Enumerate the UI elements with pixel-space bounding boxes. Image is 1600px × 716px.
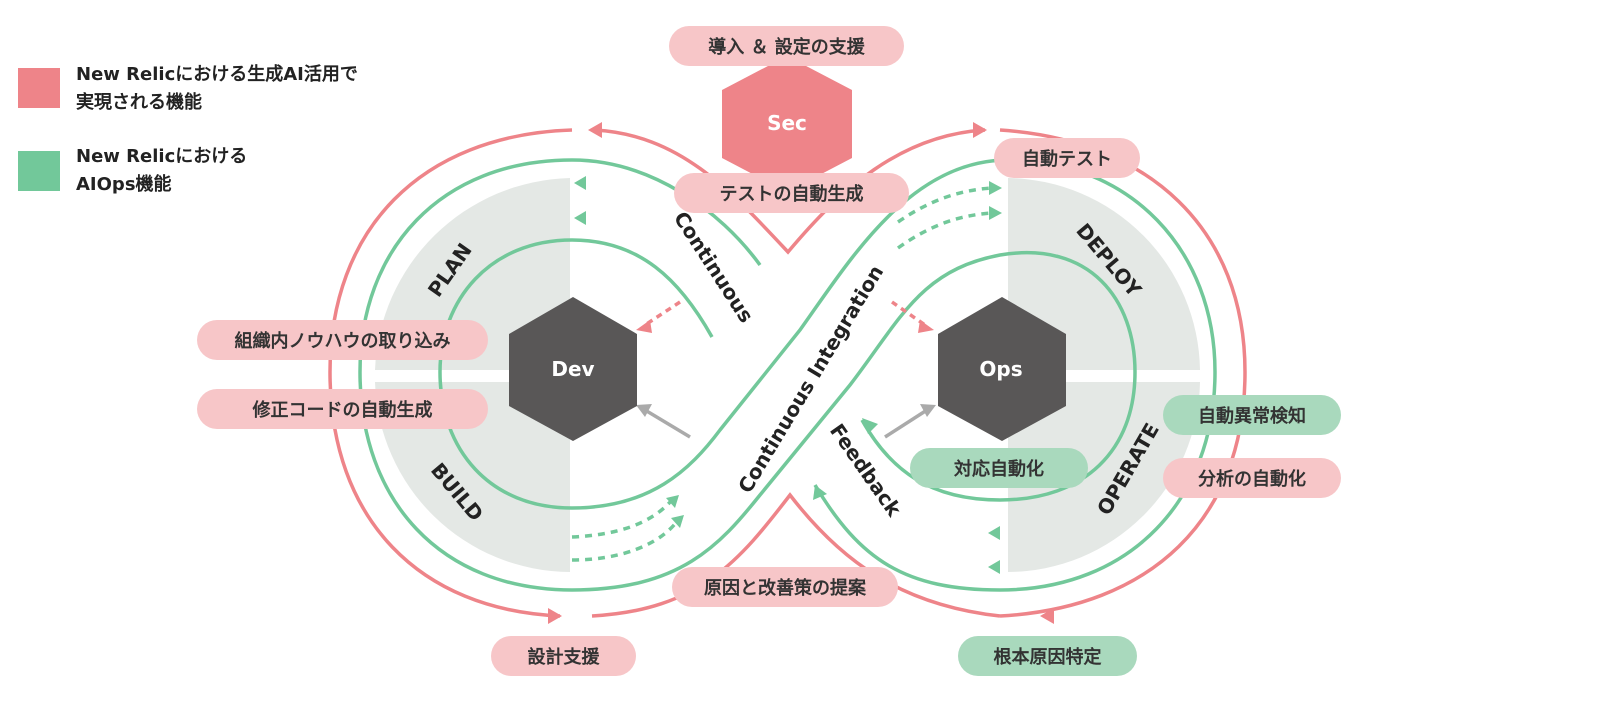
legend-label-aiops: New Relicにおける AIOps機能 bbox=[76, 146, 248, 195]
pill-test-generation: テストの自動生成 bbox=[674, 173, 909, 213]
pill-auto-response: 対応自動化 bbox=[910, 448, 1088, 488]
pill-design-support: 設計支援 bbox=[491, 636, 636, 676]
pill-knowhow: 組織内ノウハウの取り込み bbox=[197, 320, 488, 360]
dotted-green-arrows bbox=[571, 186, 993, 562]
dev-label: Dev bbox=[551, 357, 595, 381]
legend-swatch-genai bbox=[18, 68, 60, 108]
legend-label-genai: New Relicにおける生成AI活用で 実現される機能 bbox=[76, 64, 358, 113]
gray-arrows bbox=[644, 408, 928, 439]
pill-cause-proposal: 原因と改善策の提案 bbox=[672, 567, 898, 607]
dev-hexagon bbox=[509, 297, 637, 441]
pill-anomaly-detection: 自動異常検知 bbox=[1163, 395, 1341, 435]
green-arrowheads bbox=[574, 176, 1000, 574]
sec-label: Sec bbox=[767, 111, 807, 135]
pill-auto-analysis: 分析の自動化 bbox=[1163, 458, 1341, 498]
dotted-green-arrowheads bbox=[666, 181, 1002, 528]
pill-root-cause: 根本原因特定 bbox=[958, 636, 1137, 676]
pill-install-support: 導入 ＆ 設定の支援 bbox=[669, 26, 904, 66]
pill-auto-test: 自動テスト bbox=[994, 138, 1140, 178]
green-loop bbox=[358, 158, 1217, 592]
pill-code-fix: 修正コードの自動生成 bbox=[197, 389, 488, 429]
dotted-pink-arrowheads bbox=[636, 320, 934, 333]
ops-hexagon bbox=[938, 297, 1066, 441]
ops-label: Ops bbox=[979, 357, 1023, 381]
dotted-pink-arrows bbox=[644, 300, 927, 327]
gray-arrowheads bbox=[636, 404, 936, 417]
pink-arrowheads bbox=[548, 122, 1054, 624]
sec-hexagon bbox=[722, 56, 852, 192]
legend-swatch-aiops bbox=[18, 151, 60, 191]
